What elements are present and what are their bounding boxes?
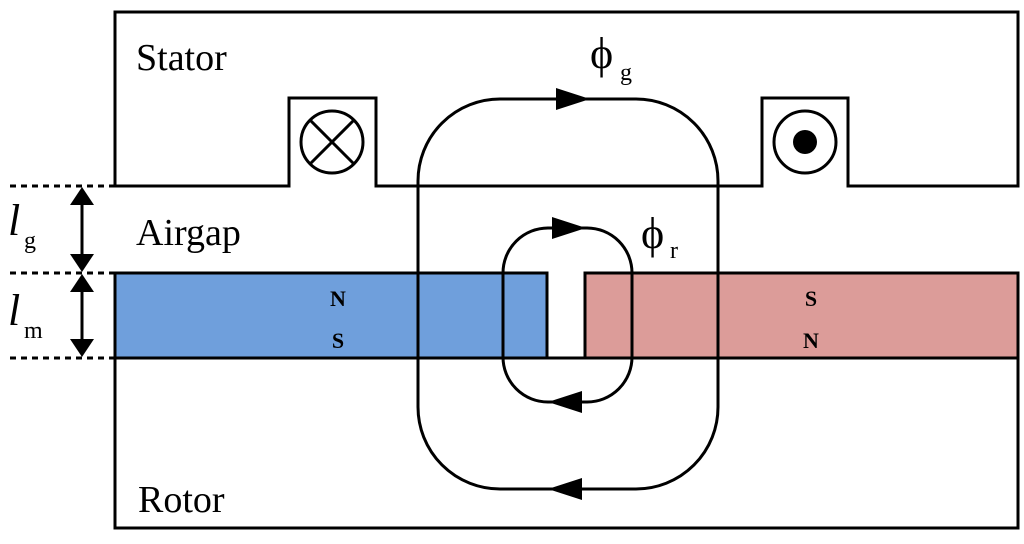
current-out-of-page-icon — [772, 109, 838, 175]
magnet-right — [583, 271, 1020, 360]
right-magnet-bottom-pole: N — [803, 328, 819, 353]
rotor-flux-symbol: ϕ — [641, 209, 664, 258]
left-magnet-bottom-pole: S — [332, 328, 344, 353]
rotor-outline — [113, 356, 1020, 530]
current-into-page-icon — [299, 109, 365, 175]
magnet-left — [113, 271, 549, 360]
airgap-dimension-arrow — [70, 187, 94, 272]
magnet-length-symbol: l — [8, 286, 20, 335]
left-magnet-top-pole: N — [330, 286, 346, 311]
airgap-label: Airgap — [136, 212, 241, 254]
stator-label: Stator — [136, 37, 227, 79]
rotor-flux-arrow-bottom — [548, 391, 582, 413]
right-magnet-top-pole: S — [805, 286, 817, 311]
gap-flux-subscript: g — [620, 60, 632, 86]
magnet-length-subscript: m — [24, 318, 43, 344]
gap-flux-symbol: ϕ — [590, 29, 613, 78]
airgap-length-symbol: l — [8, 196, 20, 245]
gap-flux-arrow-bottom — [548, 478, 582, 500]
rotor-label: Rotor — [138, 479, 225, 521]
rotor-flux-arrow-top — [552, 217, 586, 239]
gap-flux-arrow-top — [556, 88, 590, 110]
rotor-flux-subscript: r — [670, 238, 678, 264]
magnet-dimension-arrow — [70, 274, 94, 357]
airgap-length-subscript: g — [24, 228, 36, 254]
